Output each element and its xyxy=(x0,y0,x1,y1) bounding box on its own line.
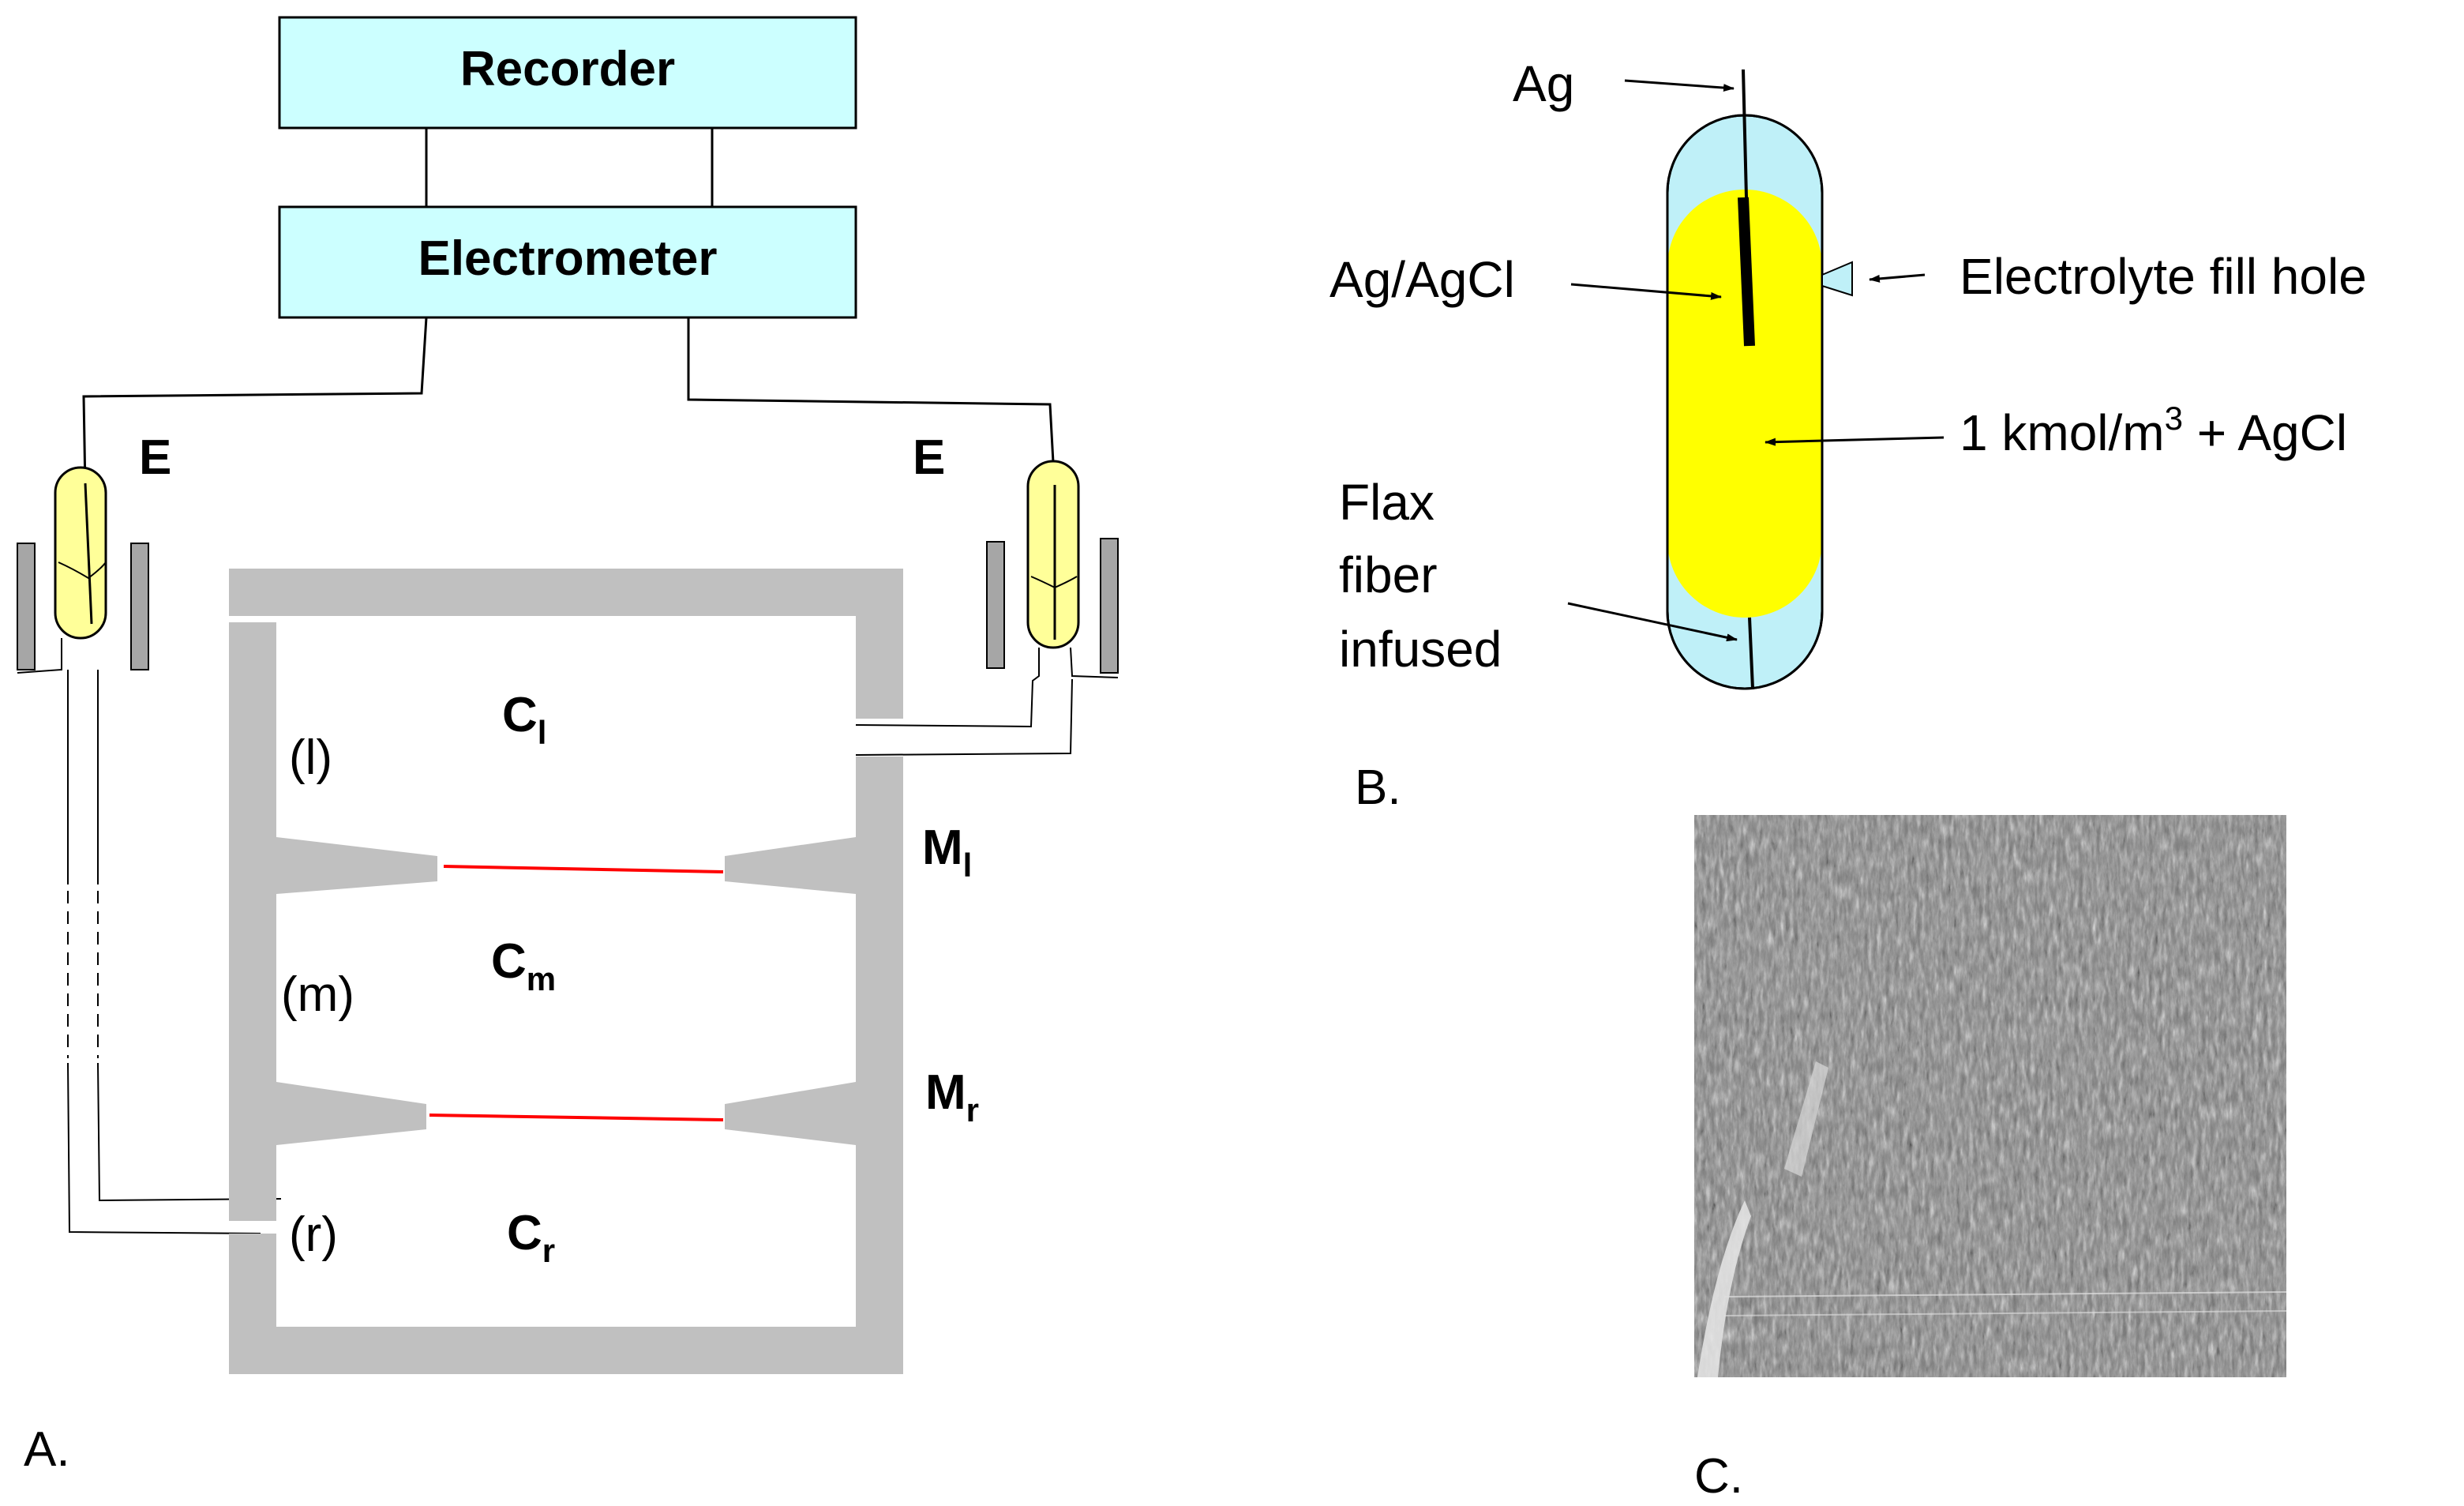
membrane-right xyxy=(429,1114,724,1121)
agagcl-rod xyxy=(1738,197,1755,347)
right-holder-bar-right xyxy=(1100,538,1119,674)
right-electrode xyxy=(1026,460,1080,649)
solution-label: 1 kmol/m3 + AgCl xyxy=(1960,400,2347,461)
side-label-m: (m) xyxy=(281,967,354,1022)
recorder-box xyxy=(278,16,857,130)
left-bridge-lower-b xyxy=(97,1062,282,1202)
flax-label-line1: Flax xyxy=(1339,474,1435,531)
left-holder-bar-right xyxy=(130,543,149,670)
cell-frame xyxy=(229,569,903,1374)
left-holder-bar-left xyxy=(17,543,36,670)
right-bridge-outer-down xyxy=(855,678,1073,756)
wire-to-right-electrode xyxy=(687,317,1056,492)
compartment-right-label: Cr xyxy=(507,1206,555,1269)
right-bridge-inner xyxy=(855,648,1040,728)
right-bridge-outer xyxy=(1070,647,1119,678)
left-electrode xyxy=(54,466,107,640)
membrane-left-label: Ml xyxy=(922,821,972,884)
flax-fiber xyxy=(1748,617,1754,689)
ag-label: Ag xyxy=(1513,55,1574,112)
electrode-right-label: E xyxy=(913,430,945,485)
compartment-left-label: Cl xyxy=(502,688,546,751)
flax-label-line2: fiber xyxy=(1339,546,1438,603)
flax-label-line3: infused xyxy=(1339,621,1502,678)
electrode-left-label: E xyxy=(139,430,171,485)
sem-micrograph xyxy=(1694,815,2287,1377)
panel-c-letter: C. xyxy=(1694,1449,1743,1504)
panel-c: C. xyxy=(1694,815,2287,1504)
agagcl-label: Ag/AgCl xyxy=(1330,251,1515,308)
wire-to-left-electrode xyxy=(82,317,428,490)
panel-b-letter: B. xyxy=(1355,761,1401,815)
membrane-left xyxy=(443,865,724,873)
right-holder-bar-left xyxy=(986,541,1005,669)
side-label-l: (l) xyxy=(289,730,332,785)
side-label-r: (r) xyxy=(289,1207,338,1262)
electrometer-label: Electrometer xyxy=(418,231,717,286)
left-bridge-lower-a xyxy=(67,1062,261,1234)
fill-hole-label: Electrolyte fill hole xyxy=(1960,248,2367,305)
compartment-middle-label: Cm xyxy=(491,934,556,997)
ag-wire xyxy=(1742,69,1748,198)
panel-b: Ag Ag/AgCl Electrolyte fill hole 1 kmol/… xyxy=(1330,55,2367,815)
electrometer-box xyxy=(278,205,857,319)
fill-hole-icon xyxy=(1821,261,1853,297)
panel-a-letter: A. xyxy=(24,1422,70,1477)
recorder-label: Recorder xyxy=(460,42,675,96)
membrane-right-label: Mr xyxy=(925,1065,979,1129)
left-bridge-outer xyxy=(17,638,62,674)
panel-a: Recorder Electrometer E E xyxy=(17,16,1119,1477)
